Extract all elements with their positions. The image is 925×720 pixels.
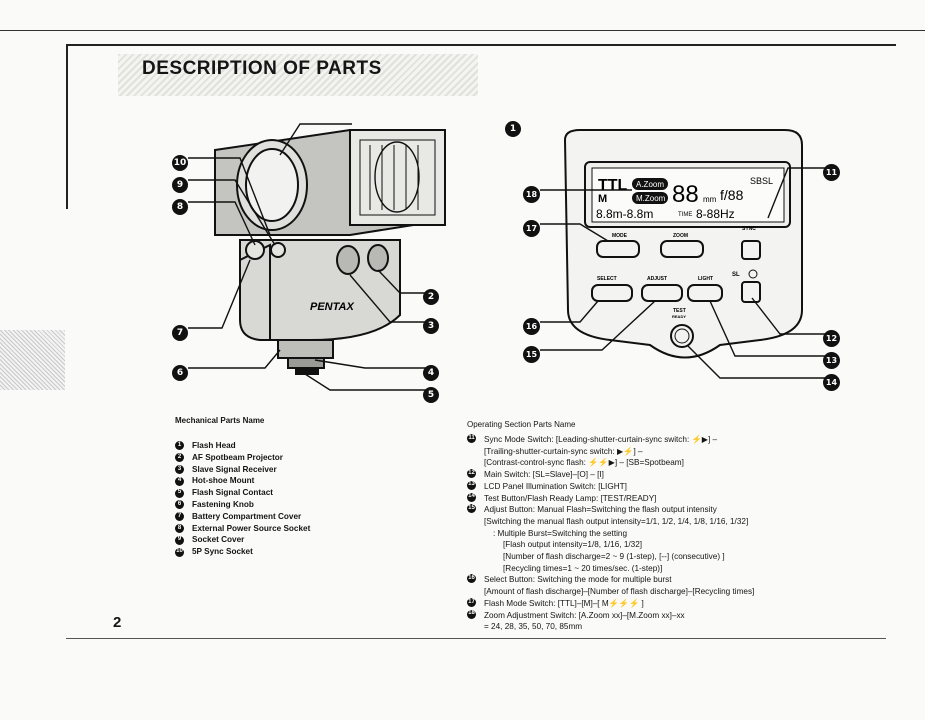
- lcd-fnum: f/88: [720, 187, 744, 203]
- brand-logo: PENTAX: [310, 301, 354, 313]
- callout-13: 13: [823, 348, 840, 369]
- list-item: = 24, 28, 35, 50, 70, 85mm: [484, 622, 583, 632]
- top-rule: [0, 30, 925, 31]
- callout-7: 7: [172, 320, 188, 341]
- callout-5: 5: [423, 382, 439, 403]
- label-sl: SL: [732, 272, 740, 278]
- list-item: [Amount of flash discharge]–[Number of f…: [484, 587, 755, 597]
- callout-12: 12: [823, 326, 840, 347]
- page-number: 2: [113, 614, 122, 631]
- lcd-m: M: [598, 193, 607, 205]
- lcd-sbsl: SBSL: [750, 176, 773, 186]
- callout-9: 9: [172, 172, 188, 193]
- frame-left-border: [66, 44, 68, 209]
- callout-2: 2: [423, 284, 439, 305]
- callout-4: 4: [423, 360, 439, 381]
- lcd-time: TIME: [678, 212, 692, 218]
- callout-16: 16: [523, 314, 540, 335]
- scan-noise: [0, 330, 65, 390]
- list-item: [Recycling times=1 ~ 20 times/sec. (1-st…: [503, 563, 663, 573]
- label-zoom: ZOOM: [673, 233, 688, 239]
- lcd-azoom: A.Zoom: [636, 180, 664, 189]
- callout-11: 11: [823, 160, 840, 181]
- label-select: SELECT: [597, 276, 617, 282]
- flash-illustration: PENTAX: [214, 129, 446, 375]
- callout-10: 10: [172, 150, 188, 171]
- lcd-mzoom: M.Zoom: [636, 194, 666, 203]
- bottom-rule: [66, 638, 886, 639]
- callout-3: 3: [423, 313, 439, 334]
- list-item: [Flash output intensity=1/8, 1/16, 1/32]: [503, 540, 643, 550]
- lcd-hz: 8-88Hz: [696, 207, 735, 221]
- lcd-mm: mm: [703, 195, 717, 204]
- callout-1: 1: [505, 116, 521, 137]
- lcd-mzoom-pill: [632, 192, 668, 204]
- callout-14: 14: [823, 370, 840, 391]
- callout-18: 18: [523, 182, 540, 203]
- label-light: LIGHT: [698, 276, 713, 282]
- list-item: [Switching the manual flash output inten…: [484, 516, 749, 526]
- title-band: [118, 54, 478, 96]
- panel-illustration: TTL A.Zoom M M.Zoom 88 mm f/88 SBSL 8.8m…: [540, 129, 825, 379]
- callout-6: 6: [172, 360, 188, 381]
- frame-top-border: [66, 44, 896, 46]
- mechanical-heading: Mechanical Parts Name: [175, 416, 265, 425]
- callout-8: 8: [172, 194, 188, 215]
- callout-17: 17: [523, 216, 540, 237]
- lcd-row3: 8.8m-8.8m: [596, 207, 653, 221]
- lcd-azoom-pill: [632, 178, 668, 190]
- label-mode: MODE: [612, 233, 628, 239]
- page-title: DESCRIPTION OF PARTS: [142, 58, 382, 79]
- list-item: [Contrast-control-sync flash: ⚡⚡▶] – [SB…: [484, 458, 684, 468]
- list-item: [Trailing-shutter-curtain-sync switch: ▶…: [484, 446, 643, 456]
- lcd-ttl: TTL: [598, 177, 628, 194]
- label-ready: READY: [672, 314, 686, 319]
- list-item: : Multiple Burst=Switching the setting: [493, 528, 628, 538]
- list-item: [Number of flash discharge=2 ~ 9 (1-step…: [503, 552, 725, 562]
- label-adjust: ADJUST: [647, 276, 667, 282]
- label-test: TEST: [673, 308, 686, 314]
- lcd-digits: 88: [672, 181, 699, 208]
- callout-15: 15: [523, 342, 540, 363]
- flash-callout-lines: [188, 123, 428, 391]
- operating-heading: Operating Section Parts Name: [467, 420, 576, 429]
- label-sync: SYNC: [742, 226, 756, 232]
